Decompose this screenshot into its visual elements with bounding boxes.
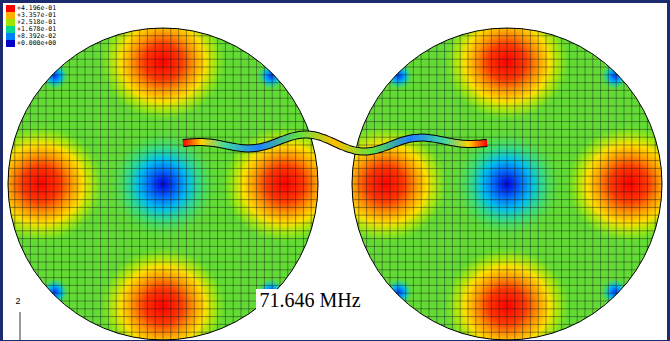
axis-line xyxy=(20,312,21,341)
mesh xyxy=(351,28,663,340)
disk-base xyxy=(352,28,662,340)
legend-swatch xyxy=(6,33,15,40)
legend-swatch xyxy=(6,19,15,26)
legend-row: +2.518e-01 xyxy=(6,19,56,26)
axis-label: 2 xyxy=(12,296,23,306)
rim-node xyxy=(601,278,629,306)
legend-value: +3.357e-01 xyxy=(17,12,56,19)
disk-outline xyxy=(352,28,662,340)
legend-row: +1.678e-01 xyxy=(6,26,56,33)
legend-swatch xyxy=(6,26,15,33)
legend-swatch xyxy=(6,40,15,47)
legend-swatch xyxy=(6,12,15,19)
legend-value: +4.196e-01 xyxy=(17,5,56,12)
legend-row: +4.196e-01 xyxy=(6,5,56,12)
frequency-label: 71.646 MHz xyxy=(256,289,363,312)
contour-legend: +4.196e-01+3.357e-01+2.518e-01+1.678e-01… xyxy=(6,5,56,47)
legend-row: +0.000e+00 xyxy=(6,40,56,47)
beam-outline xyxy=(183,134,487,151)
legend-row: +3.357e-01 xyxy=(6,12,56,19)
rim-node xyxy=(41,278,69,306)
legend-value: +8.392e-02 xyxy=(17,33,56,40)
rim-node xyxy=(385,62,413,90)
coupling-beam xyxy=(183,134,487,151)
legend-row: +8.392e-02 xyxy=(6,33,56,40)
disk-resonator xyxy=(323,4,670,341)
legend-value: +0.000e+00 xyxy=(17,40,56,47)
legend-value: +1.678e-01 xyxy=(17,26,56,33)
rim-node xyxy=(601,62,629,90)
rim-node xyxy=(385,278,413,306)
legend-value: +2.518e-01 xyxy=(17,19,56,26)
legend-swatch xyxy=(6,5,15,12)
rim-node xyxy=(257,62,285,90)
rim-node xyxy=(41,62,69,90)
